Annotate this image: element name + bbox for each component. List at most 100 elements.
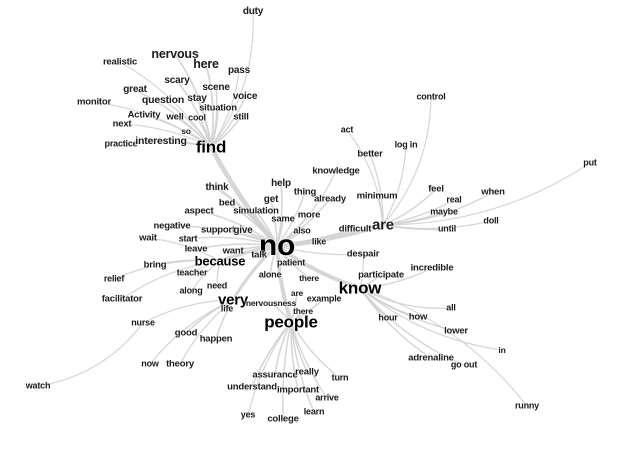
edge-are_big-doll (382, 220, 492, 230)
edge-know-all (359, 287, 452, 309)
word-node-activity: Activity (127, 109, 161, 121)
word-node-realistic: realistic (102, 56, 138, 68)
word-node-people: people (264, 312, 318, 332)
word-node-all: all (446, 302, 456, 313)
word-node-wait: wait (139, 232, 157, 244)
word-node-facilitator: facilitator (101, 293, 143, 305)
edge-no-know (275, 244, 362, 290)
word-node-how: how (408, 311, 428, 323)
word-node-still: still (233, 111, 249, 123)
word-node-start: start (178, 233, 198, 244)
word-node-give: give (233, 225, 253, 236)
word-node-theory: theory (166, 358, 194, 370)
word-node-real: real (446, 194, 462, 205)
word-node-incredible: incredible (410, 262, 454, 274)
edge-know-lower (359, 287, 457, 332)
word-node-support: support (201, 224, 235, 236)
word-node-know: know (338, 278, 382, 298)
word-node-voice: voice (232, 91, 258, 102)
edge-no-despair (276, 245, 364, 256)
word-node-thing: thing (293, 186, 317, 198)
edge-no-negative (171, 225, 278, 247)
word-node-want: want (222, 245, 244, 257)
edge-nurse-watch (37, 322, 144, 387)
word-node-better: better (357, 148, 383, 160)
edge-know-go_out (359, 287, 465, 366)
word-node-well: well (166, 111, 184, 123)
word-node-alone: alone (258, 269, 282, 280)
word-node-there2: there (293, 305, 313, 316)
word-node-think: think (205, 182, 229, 193)
word-node-until: until (438, 223, 456, 234)
word-node-talk: talk (251, 249, 267, 261)
edge-no-start (187, 236, 278, 247)
edge-find-next (121, 123, 212, 148)
word-node-when: when (481, 186, 505, 198)
edge-no-because (218, 244, 279, 263)
edge-because-along (190, 260, 221, 292)
word-node-stay: stay (187, 93, 207, 104)
word-node-turn: turn (331, 372, 349, 383)
edge-are_big-act (346, 129, 384, 226)
word-node-scene: scene (202, 82, 230, 93)
word-node-doll: doll (483, 215, 499, 226)
edge-know-incredible (359, 267, 433, 289)
word-node-here: here (193, 56, 219, 71)
edge-are_big-when (382, 191, 494, 226)
word-node-there1: there (299, 272, 319, 283)
edge-no-bed (226, 202, 278, 247)
word-node-feel: feel (428, 183, 444, 195)
word-node-understand: understand (227, 381, 277, 393)
edge-know-in (359, 287, 503, 351)
word-node-are_big: are (372, 216, 394, 234)
edge-find-here (205, 63, 214, 148)
word-node-bring: bring (143, 259, 167, 271)
edge-very-theory (179, 299, 234, 365)
word-node-teacher: teacher (176, 267, 208, 278)
word-node-patient: patient (276, 257, 306, 268)
word-node-cool: cool (188, 112, 206, 123)
edge-people-college (281, 321, 292, 420)
word-node-life: life (220, 303, 234, 314)
word-node-put: put (583, 157, 597, 168)
word-node-lower: lower (444, 325, 468, 337)
word-node-very: very (217, 291, 249, 309)
edge-find-still (210, 116, 242, 148)
word-node-knowledge: knowledge (312, 165, 360, 177)
word-node-interesting: interesting (135, 134, 187, 147)
word-node-aspect: aspect (184, 205, 214, 217)
word-node-participate: participate (358, 269, 404, 281)
edge-no-aspect (198, 210, 278, 247)
edge-because-need (216, 260, 221, 287)
edge-very-happen (215, 299, 234, 340)
word-node-simulation: simulation (233, 205, 279, 217)
word-node-question: question (141, 93, 185, 106)
edge-find-activity (143, 114, 212, 148)
edge-no-very (231, 244, 279, 302)
edge-find-great (134, 89, 212, 148)
edge-no-already (276, 198, 331, 247)
word-node-college: college (267, 413, 299, 425)
word-node-learn: learn (303, 406, 325, 417)
edge-people-turn (290, 321, 341, 379)
word-node-relief: relief (103, 273, 125, 284)
word-node-scary: scary (164, 75, 190, 86)
word-node-monitor: monitor (77, 96, 111, 108)
word-node-control: control (416, 91, 446, 102)
word-node-in: in (498, 344, 506, 355)
edge-because-wait (147, 237, 221, 262)
word-node-great: great (123, 84, 147, 95)
word-node-more: more (297, 209, 321, 221)
edge-because-teacher (191, 260, 221, 274)
edge-because-relief (113, 259, 221, 280)
word-node-situation: situation (199, 102, 237, 114)
edge-no-thing (276, 191, 306, 247)
edge-no-simulation (255, 210, 278, 247)
word-node-log_in: log in (394, 139, 418, 150)
word-node-no: no (258, 229, 296, 262)
edge-are_big-log_in (382, 144, 407, 226)
word-node-because: because (194, 253, 246, 269)
word-node-need: need (206, 280, 228, 291)
word-node-happen: happen (199, 333, 233, 345)
